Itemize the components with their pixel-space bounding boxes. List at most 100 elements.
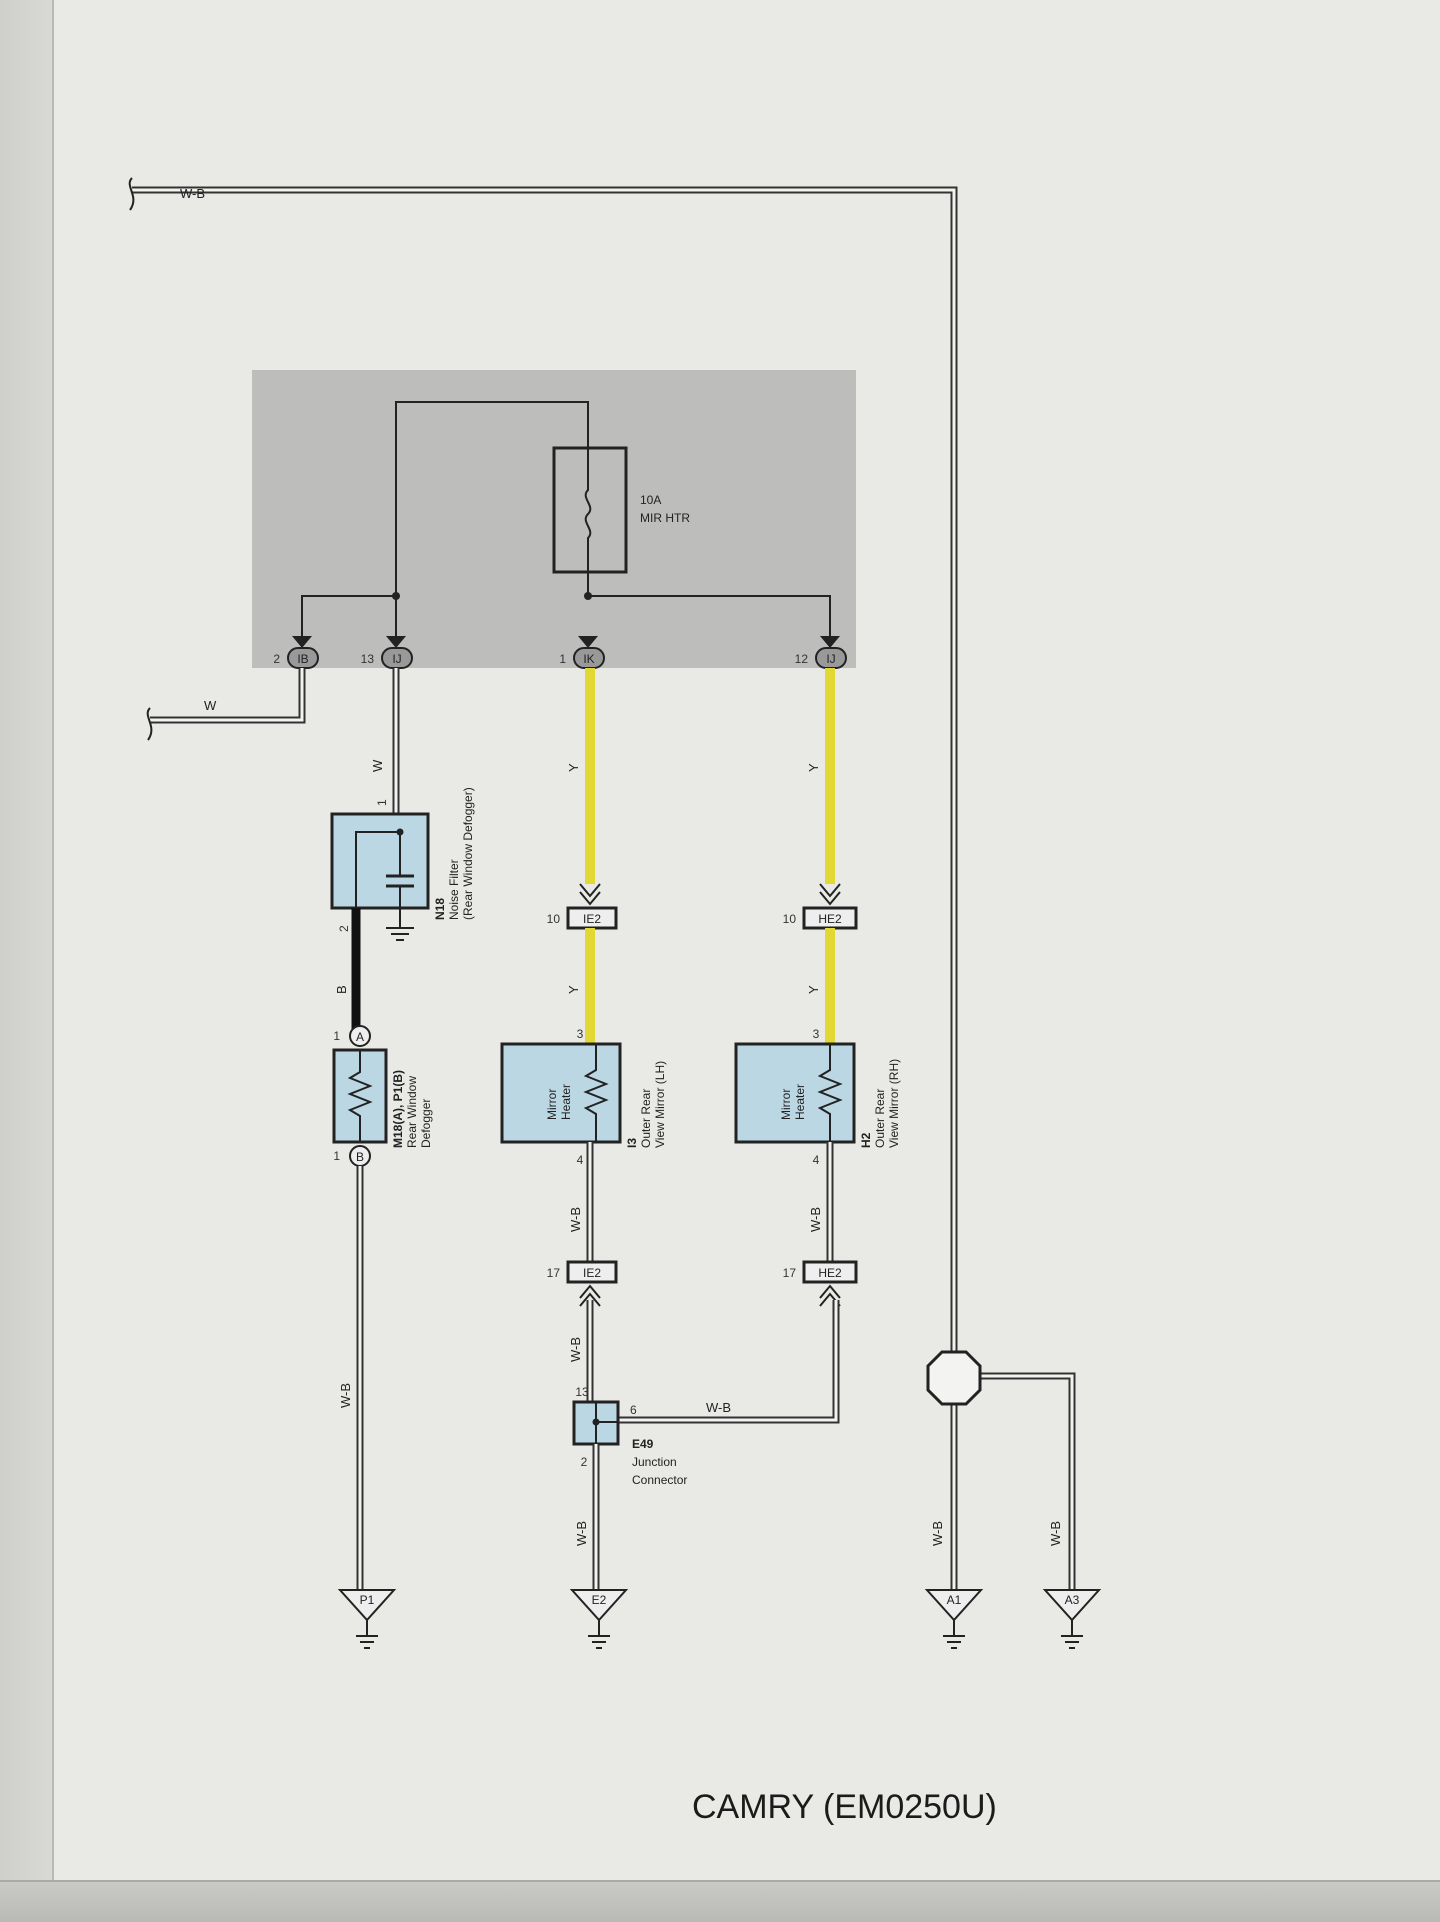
fuse-mir-htr bbox=[552, 446, 628, 574]
a3-wire-label: W-B bbox=[1048, 1521, 1063, 1546]
mirror-lh-id: I3 bbox=[625, 1138, 639, 1148]
rear-window-defogger: A B bbox=[332, 1025, 388, 1167]
svg-text:1: 1 bbox=[559, 652, 566, 666]
connector-he2-bottom: HE2 17 bbox=[783, 1260, 858, 1284]
connector-he2-top: HE2 10 bbox=[783, 906, 858, 930]
junction-name: Junction bbox=[632, 1455, 677, 1469]
connector-ie2-top: IE2 10 bbox=[547, 906, 618, 930]
junction-in-label: W-B bbox=[568, 1337, 583, 1362]
svg-text:IJ: IJ bbox=[826, 652, 835, 666]
fuse-name: MIR HTR bbox=[640, 511, 690, 525]
mirror-lh-inner-2: Heater bbox=[559, 1084, 573, 1120]
left-wire-break-mark bbox=[146, 707, 153, 741]
panel-splice-dot-right bbox=[584, 592, 592, 600]
top-wire-label: W-B bbox=[180, 186, 205, 201]
mirror-rh-id: H2 bbox=[859, 1132, 873, 1148]
mirror-lh-feed-label: Y bbox=[566, 763, 581, 772]
defogger-feed-label: B bbox=[334, 985, 349, 994]
junction-connector-e49 bbox=[572, 1400, 620, 1446]
top-wb-wire bbox=[132, 186, 958, 1350]
mirror-rh-inner-1: Mirror bbox=[779, 1089, 793, 1120]
svg-text:IE2: IE2 bbox=[583, 1266, 601, 1280]
mirror-heater-rh bbox=[734, 1042, 856, 1144]
he2-top-arrow bbox=[819, 883, 841, 906]
mirror-lh-name: Outer Rear bbox=[639, 1089, 653, 1148]
mirror-lh-out-label: W-B bbox=[568, 1207, 583, 1232]
mirror-lh-sub: View Mirror (LH) bbox=[653, 1061, 667, 1148]
mirror-heater-lh bbox=[500, 1042, 622, 1144]
panel-connector-arrows bbox=[292, 636, 840, 648]
junction-link-wire bbox=[618, 1300, 840, 1424]
filter-pin-in: 1 bbox=[375, 799, 389, 806]
svg-text:2: 2 bbox=[273, 652, 280, 666]
top-wire-break-mark bbox=[128, 177, 135, 211]
svg-text:13: 13 bbox=[361, 652, 375, 666]
mirror-rh-sub: View Mirror (RH) bbox=[887, 1059, 901, 1148]
ground-p1: P1 bbox=[337, 1589, 397, 1649]
svg-text:A3: A3 bbox=[1065, 1593, 1080, 1607]
document-page bbox=[52, 0, 1440, 1880]
left-wire-label: W bbox=[204, 698, 217, 713]
mirror-rh-pin-out: 4 bbox=[813, 1153, 820, 1167]
panel-splice-dot bbox=[392, 592, 400, 600]
svg-text:A: A bbox=[356, 1030, 364, 1044]
svg-text:10: 10 bbox=[783, 912, 797, 926]
connector-ie2-bottom: IE2 17 bbox=[547, 1260, 618, 1284]
svg-text:IE2: IE2 bbox=[583, 912, 601, 926]
junction-id: E49 bbox=[632, 1437, 654, 1451]
mirror-lh-inner-1: Mirror bbox=[545, 1089, 559, 1120]
mirror-rh-name: Outer Rear bbox=[873, 1089, 887, 1148]
defogger-id: M18(A), P1(B) bbox=[391, 1070, 405, 1148]
mirror-rh-inner-2: Heater bbox=[793, 1084, 807, 1120]
defogger-sub: Defogger bbox=[419, 1099, 433, 1148]
mirror-rh-feed-label: Y bbox=[806, 763, 821, 772]
junction-pin-top: 13 bbox=[575, 1385, 589, 1399]
svg-text:B: B bbox=[356, 1150, 364, 1164]
ie2-top-arrow bbox=[579, 883, 601, 906]
svg-text:HE2: HE2 bbox=[818, 912, 842, 926]
a1-wire-label: W-B bbox=[930, 1521, 945, 1546]
ground-a3: A3 bbox=[1042, 1589, 1102, 1649]
junction-pin-right: 6 bbox=[630, 1403, 637, 1417]
connector-ib: IB 2 bbox=[273, 647, 319, 669]
noise-filter-sub: (Rear Window Defogger) bbox=[461, 787, 475, 920]
mirror-rh-lower-label: Y bbox=[806, 985, 821, 994]
svg-text:12: 12 bbox=[795, 652, 809, 666]
ground-splice-point bbox=[926, 1350, 982, 1406]
window-bottom-bar bbox=[0, 1880, 1440, 1922]
page-caption: CAMRY (EM0250U) bbox=[692, 1788, 997, 1826]
junction-link-label: W-B bbox=[706, 1400, 731, 1415]
panel-internal-wiring bbox=[301, 401, 831, 640]
filter-pin-out: 2 bbox=[337, 925, 351, 932]
svg-text:IB: IB bbox=[297, 652, 308, 666]
ground-e2: E2 bbox=[569, 1589, 629, 1649]
mirror-rh-out-label: W-B bbox=[808, 1207, 823, 1232]
junction-pin-bottom: 2 bbox=[581, 1455, 588, 1469]
a3-branch-wire bbox=[966, 1372, 1076, 1590]
svg-text:IK: IK bbox=[583, 652, 594, 666]
noise-filter-n18 bbox=[330, 812, 430, 941]
svg-text:10: 10 bbox=[547, 912, 561, 926]
connector-ij-right: IJ 12 bbox=[795, 647, 847, 669]
mirror-lh-pin-in: 3 bbox=[577, 1027, 584, 1041]
ground-a1: A1 bbox=[924, 1589, 984, 1649]
defogger-name: Rear Window bbox=[405, 1076, 419, 1148]
svg-text:IJ: IJ bbox=[392, 652, 401, 666]
mirror-lh-lower-label: Y bbox=[566, 985, 581, 994]
ib-w-wire bbox=[150, 668, 306, 724]
defogger-pin-b: 1 bbox=[333, 1149, 340, 1163]
noise-filter-name: Noise Filter bbox=[447, 859, 461, 920]
svg-text:HE2: HE2 bbox=[818, 1266, 842, 1280]
junction-sub: Connector bbox=[632, 1473, 687, 1487]
mirror-rh-pin-in: 3 bbox=[813, 1027, 820, 1041]
svg-text:A1: A1 bbox=[947, 1593, 962, 1607]
fuse-rating: 10A bbox=[640, 493, 661, 507]
mirror-lh-pin-out: 4 bbox=[577, 1153, 584, 1167]
svg-text:E2: E2 bbox=[592, 1593, 607, 1607]
svg-text:17: 17 bbox=[783, 1266, 797, 1280]
noise-filter-id: N18 bbox=[433, 898, 447, 920]
defogger-ground-label: W-B bbox=[338, 1383, 353, 1408]
junction-out-label: W-B bbox=[574, 1521, 589, 1546]
svg-text:17: 17 bbox=[547, 1266, 561, 1280]
